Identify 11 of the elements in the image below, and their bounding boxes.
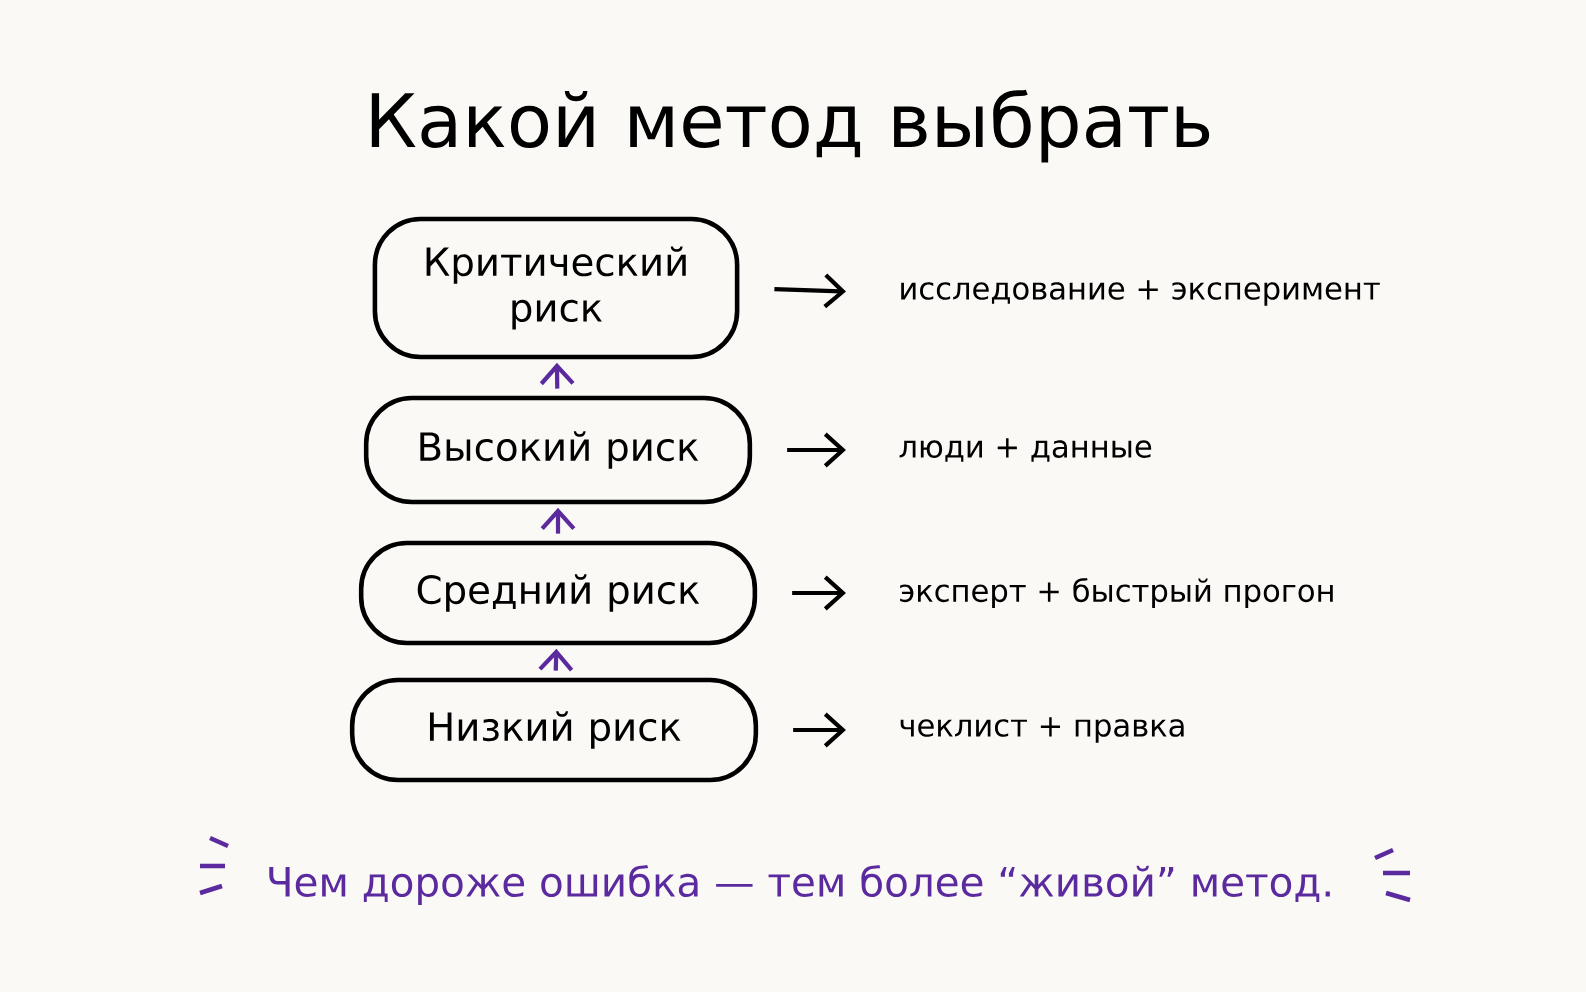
method-text: люди + данные: [899, 438, 1152, 462]
arrow: [774, 273, 846, 309]
risk-box: Средний риск: [358, 540, 758, 646]
title: Какой метод выбрать: [371, 89, 1210, 163]
risk-box: Низкий риск: [349, 677, 759, 783]
risk-box: Критический риск: [372, 216, 740, 360]
risk-box: Высокий риск: [363, 395, 753, 505]
method-text: эксперт + быстрый прогон: [900, 577, 1333, 609]
method-text: исследование + эксперимент: [901, 280, 1380, 306]
method-text: чеклист + правка: [900, 717, 1184, 743]
caption: Чем дороже ошибка — тем более “живой” метод.: [269, 865, 1330, 905]
